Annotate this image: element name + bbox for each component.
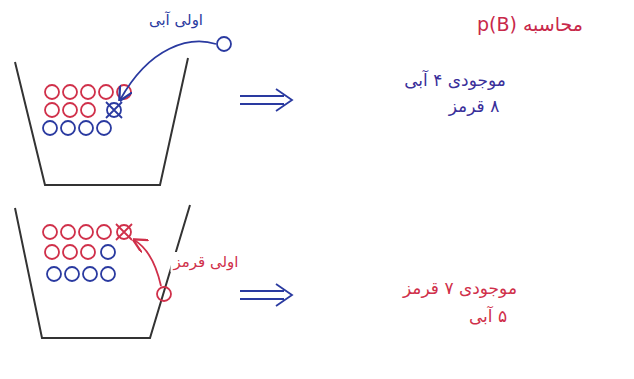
- urn: [15, 58, 188, 185]
- implies-arrow: [276, 284, 292, 306]
- move-label: اولی آبی: [146, 10, 206, 30]
- cross-mark: [106, 102, 122, 118]
- blue-ball: [47, 267, 61, 281]
- red-ball: [81, 245, 95, 259]
- red-ball: [81, 103, 95, 117]
- red-balls: [45, 85, 131, 117]
- red-ball: [63, 245, 77, 259]
- red-ball: [45, 103, 59, 117]
- heading: محاسبه p(B): [474, 12, 586, 37]
- count-note: موجودی ۷ قرمز: [400, 277, 520, 299]
- blue-ball: [101, 267, 115, 281]
- red-ball: [79, 225, 93, 239]
- blue-ball: [101, 245, 115, 259]
- blue-ball: [65, 267, 79, 281]
- red-ball: [63, 103, 77, 117]
- blue-ball: [107, 103, 121, 117]
- move-arrow: [134, 240, 161, 286]
- blue-ball: [43, 121, 57, 135]
- red-ball: [63, 85, 77, 99]
- red-ball: [97, 225, 111, 239]
- implies-arrow: [240, 89, 292, 111]
- red-ball: [45, 245, 59, 259]
- red-ball: [61, 225, 75, 239]
- blue-ball: [83, 267, 97, 281]
- move-label: اولی قرمز: [170, 252, 241, 272]
- count-note: ۸ قرمز: [446, 95, 503, 117]
- blue-ball: [217, 37, 231, 51]
- red-ball: [157, 287, 171, 301]
- implies-arrow: [240, 291, 284, 299]
- urn: [15, 205, 190, 338]
- count-note: موجودی ۴ آبی: [401, 69, 509, 91]
- count-note: ۵ آبی: [466, 305, 510, 327]
- blue-balls: [43, 37, 231, 135]
- red-ball: [99, 85, 113, 99]
- cross-mark: [116, 224, 132, 240]
- implies-arrow: [240, 96, 284, 104]
- red-ball: [45, 85, 59, 99]
- blue-ball: [97, 121, 111, 135]
- red-ball: [81, 85, 95, 99]
- blue-balls: [47, 245, 115, 281]
- implies-arrow: [276, 89, 292, 111]
- blue-ball: [79, 121, 93, 135]
- move-arrow: [120, 42, 216, 100]
- red-balls: [43, 224, 171, 301]
- implies-arrow: [240, 284, 292, 306]
- red-ball: [43, 225, 57, 239]
- red-ball: [117, 225, 131, 239]
- blue-ball: [61, 121, 75, 135]
